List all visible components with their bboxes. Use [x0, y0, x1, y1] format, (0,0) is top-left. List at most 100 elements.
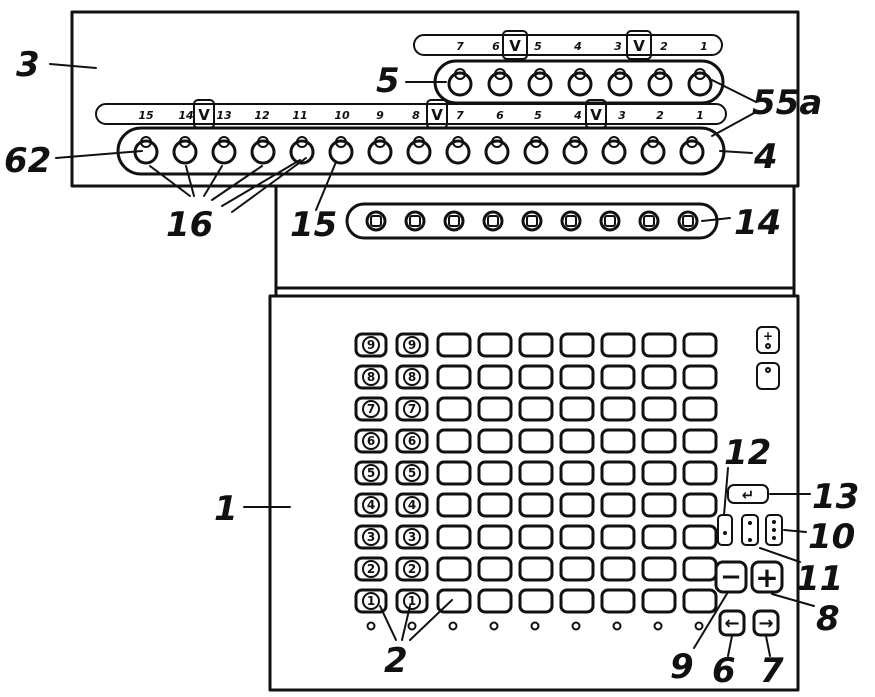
upper-counter-wheel[interactable]: [687, 68, 713, 97]
digit-key[interactable]: 9: [354, 332, 388, 358]
blank-key[interactable]: [436, 364, 472, 390]
result-wheel[interactable]: [172, 136, 198, 165]
blank-key[interactable]: [436, 460, 472, 486]
blank-key[interactable]: [682, 492, 718, 518]
blank-key[interactable]: [600, 524, 636, 550]
blank-key[interactable]: [559, 556, 595, 582]
blank-key[interactable]: [436, 492, 472, 518]
upper-counter-wheel[interactable]: [447, 68, 473, 97]
blank-key[interactable]: [559, 524, 595, 550]
blank-key[interactable]: [600, 364, 636, 390]
clear-key-a[interactable]: [756, 326, 780, 354]
result-wheel[interactable]: [211, 136, 237, 165]
blank-key[interactable]: [682, 588, 718, 614]
upper-counter-wheel[interactable]: [527, 68, 553, 97]
blank-key[interactable]: [559, 428, 595, 454]
result-wheel[interactable]: [133, 136, 159, 165]
blank-key[interactable]: [436, 556, 472, 582]
blank-key[interactable]: [600, 332, 636, 358]
upper-counter-wheel[interactable]: [567, 68, 593, 97]
blank-key[interactable]: [682, 364, 718, 390]
blank-key[interactable]: [600, 556, 636, 582]
blank-key[interactable]: [477, 332, 513, 358]
blank-key[interactable]: [641, 396, 677, 422]
blank-key[interactable]: [477, 428, 513, 454]
blank-key[interactable]: [641, 556, 677, 582]
return-key[interactable]: [727, 484, 769, 504]
blank-key[interactable]: [559, 588, 595, 614]
blank-key[interactable]: [600, 428, 636, 454]
key-11[interactable]: [741, 514, 759, 546]
blank-key[interactable]: [436, 524, 472, 550]
blank-key[interactable]: [641, 364, 677, 390]
digit-key[interactable]: 6: [354, 428, 388, 454]
result-wheel[interactable]: [328, 136, 354, 165]
blank-key[interactable]: [477, 524, 513, 550]
blank-key[interactable]: [477, 396, 513, 422]
result-wheel[interactable]: [289, 136, 315, 165]
blank-key[interactable]: [477, 492, 513, 518]
digit-key[interactable]: 8: [395, 364, 429, 390]
blank-key[interactable]: [518, 428, 554, 454]
blank-key[interactable]: [600, 396, 636, 422]
result-wheel[interactable]: [640, 136, 666, 165]
upper-counter-wheel[interactable]: [487, 68, 513, 97]
digit-key[interactable]: 2: [354, 556, 388, 582]
result-wheel[interactable]: [250, 136, 276, 165]
result-wheel[interactable]: [601, 136, 627, 165]
result-wheel[interactable]: [367, 136, 393, 165]
blank-key[interactable]: [641, 524, 677, 550]
blank-key[interactable]: [518, 524, 554, 550]
upper-counter-wheel[interactable]: [647, 68, 673, 97]
blank-key[interactable]: [641, 428, 677, 454]
blank-key[interactable]: [518, 396, 554, 422]
blank-key[interactable]: [682, 428, 718, 454]
result-wheel[interactable]: [679, 136, 705, 165]
digit-key[interactable]: 3: [354, 524, 388, 550]
blank-key[interactable]: [436, 396, 472, 422]
minus-key[interactable]: [714, 560, 748, 594]
blank-key[interactable]: [436, 428, 472, 454]
key-12[interactable]: [717, 514, 733, 546]
blank-key[interactable]: [682, 524, 718, 550]
digit-key[interactable]: 1: [354, 588, 388, 614]
blank-key[interactable]: [559, 364, 595, 390]
digit-key[interactable]: 4: [354, 492, 388, 518]
upper-counter-wheel[interactable]: [607, 68, 633, 97]
blank-key[interactable]: [477, 460, 513, 486]
digit-key[interactable]: 4: [395, 492, 429, 518]
blank-key[interactable]: [559, 332, 595, 358]
key-10[interactable]: [765, 514, 783, 546]
digit-key[interactable]: 1: [395, 588, 429, 614]
blank-key[interactable]: [559, 492, 595, 518]
digit-key[interactable]: 2: [395, 556, 429, 582]
digit-key[interactable]: 8: [354, 364, 388, 390]
result-wheel[interactable]: [484, 136, 510, 165]
blank-key[interactable]: [682, 556, 718, 582]
digit-key[interactable]: 5: [395, 460, 429, 486]
plus-key[interactable]: [750, 560, 784, 594]
blank-key[interactable]: [477, 364, 513, 390]
blank-key[interactable]: [641, 460, 677, 486]
blank-key[interactable]: [641, 332, 677, 358]
blank-key[interactable]: [600, 460, 636, 486]
blank-key[interactable]: [682, 460, 718, 486]
result-wheel[interactable]: [406, 136, 432, 165]
digit-key[interactable]: 5: [354, 460, 388, 486]
blank-key[interactable]: [682, 332, 718, 358]
blank-key[interactable]: [600, 588, 636, 614]
blank-key[interactable]: [559, 396, 595, 422]
blank-key[interactable]: [518, 332, 554, 358]
digit-key[interactable]: 6: [395, 428, 429, 454]
blank-key[interactable]: [477, 588, 513, 614]
blank-key[interactable]: [518, 492, 554, 518]
blank-key[interactable]: [641, 492, 677, 518]
result-wheel[interactable]: [523, 136, 549, 165]
blank-key[interactable]: [682, 396, 718, 422]
digit-key[interactable]: 9: [395, 332, 429, 358]
result-wheel[interactable]: [445, 136, 471, 165]
blank-key[interactable]: [600, 492, 636, 518]
result-wheel[interactable]: [562, 136, 588, 165]
blank-key[interactable]: [436, 588, 472, 614]
blank-key[interactable]: [436, 332, 472, 358]
